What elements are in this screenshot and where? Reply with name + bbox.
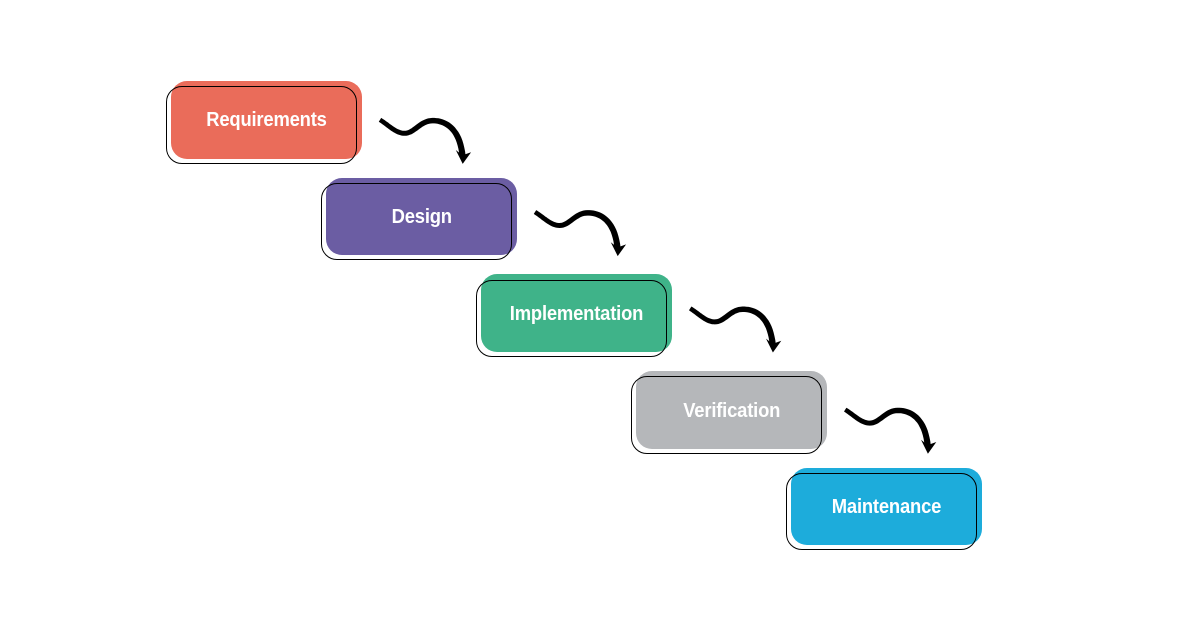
- stage-requirements-outline: [166, 86, 357, 164]
- stage-requirements-box: Requirements: [171, 81, 362, 159]
- stage-verification-outline: [631, 376, 822, 454]
- arrow-design-to-implementation: [533, 210, 627, 257]
- arrow-implementation-to-verification: [689, 306, 782, 353]
- stage-requirements-label: Requirements: [205, 109, 327, 132]
- stage-implementation: Implementation: [476, 274, 672, 358]
- stage-maintenance-label: Maintenance: [831, 496, 942, 519]
- stage-design: Design: [321, 177, 517, 261]
- stage-maintenance-outline: [786, 472, 977, 551]
- arrow-verification-to-maintenance: [844, 407, 937, 454]
- arrow-requirements-to-design: [378, 117, 472, 164]
- stage-implementation-outline: [476, 279, 667, 358]
- stage-verification: Verification: [631, 371, 827, 454]
- stage-implementation-box: Implementation: [481, 274, 672, 352]
- stage-requirements: Requirements: [166, 81, 362, 164]
- stage-verification-box: Verification: [636, 371, 827, 449]
- stage-maintenance-box: Maintenance: [791, 467, 982, 546]
- stage-design-outline: [321, 182, 512, 261]
- stage-design-box: Design: [326, 177, 517, 256]
- stage-design-label: Design: [391, 206, 452, 229]
- stage-implementation-label: Implementation: [509, 302, 644, 325]
- stage-maintenance: Maintenance: [786, 467, 982, 551]
- stage-verification-label: Verification: [682, 399, 780, 422]
